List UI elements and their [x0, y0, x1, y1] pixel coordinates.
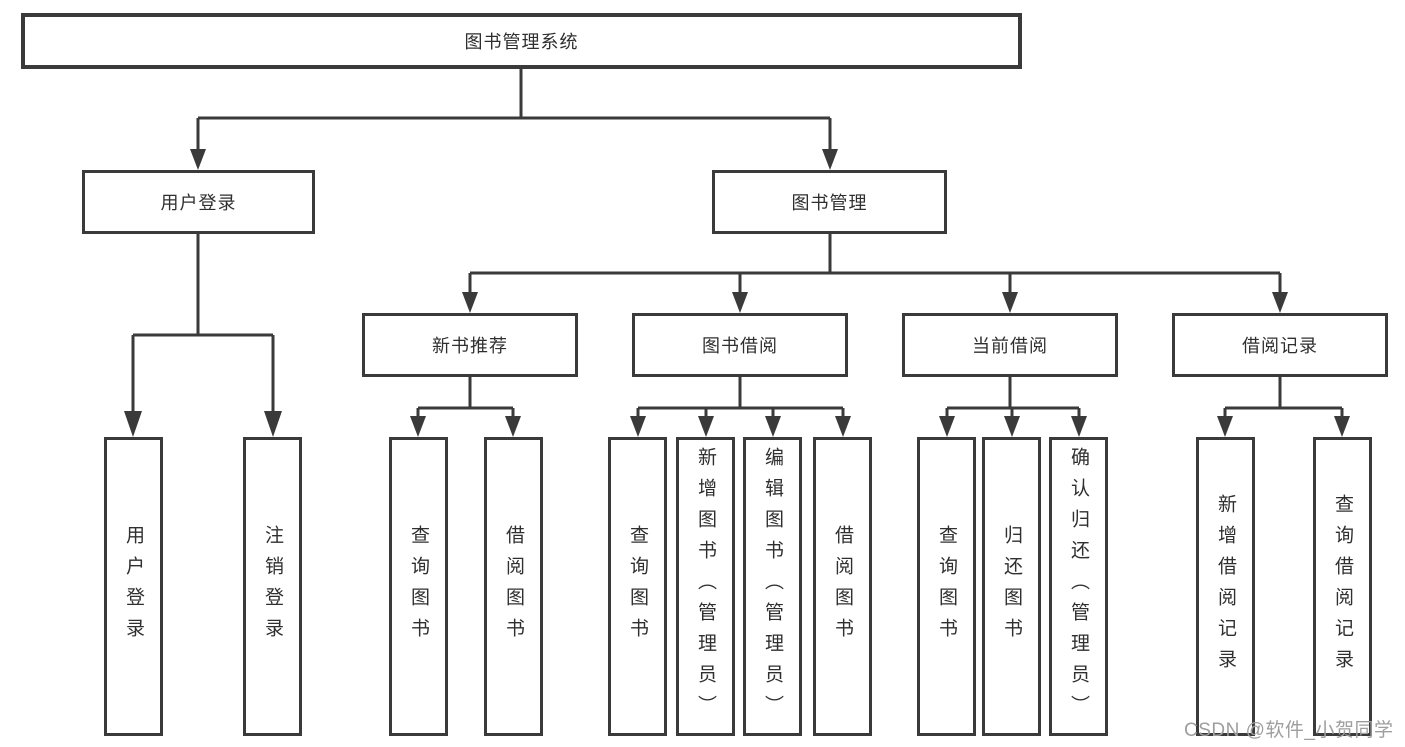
node-query-books-recommend: 查询图书: [389, 437, 448, 736]
node-borrow-books: 借阅图书: [813, 437, 872, 736]
node-user-login-module: 用户登录: [82, 170, 315, 234]
node-query-books-current: 查询图书: [917, 437, 976, 736]
node-new-book-recommendation: 新书推荐: [362, 313, 578, 377]
node-user-login: 用户登录: [104, 437, 163, 736]
node-current-borrowing: 当前借阅: [902, 313, 1118, 377]
node-book-management-module: 图书管理: [712, 170, 947, 234]
node-edit-books-admin: 编辑图书（管理员）: [743, 437, 802, 736]
node-add-borrow-record: 新增借阅记录: [1196, 437, 1255, 736]
node-query-books-borrowing: 查询图书: [608, 437, 667, 736]
node-confirm-return-admin: 确认归还（管理员）: [1049, 437, 1108, 736]
node-borrowing-records: 借阅记录: [1172, 313, 1388, 377]
node-borrow-books-recommend: 借阅图书: [484, 437, 543, 736]
node-query-borrow-record: 查询借阅记录: [1313, 437, 1372, 736]
csdn-watermark: CSDN @软件_小贺同学: [1184, 720, 1394, 741]
node-logout: 注销登录: [243, 437, 302, 736]
node-add-books-admin: 新增图书（管理员）: [676, 437, 735, 736]
node-return-books: 归还图书: [982, 437, 1041, 736]
node-library-management-system: 图书管理系统: [21, 13, 1022, 69]
node-book-borrowing: 图书借阅: [632, 313, 848, 377]
